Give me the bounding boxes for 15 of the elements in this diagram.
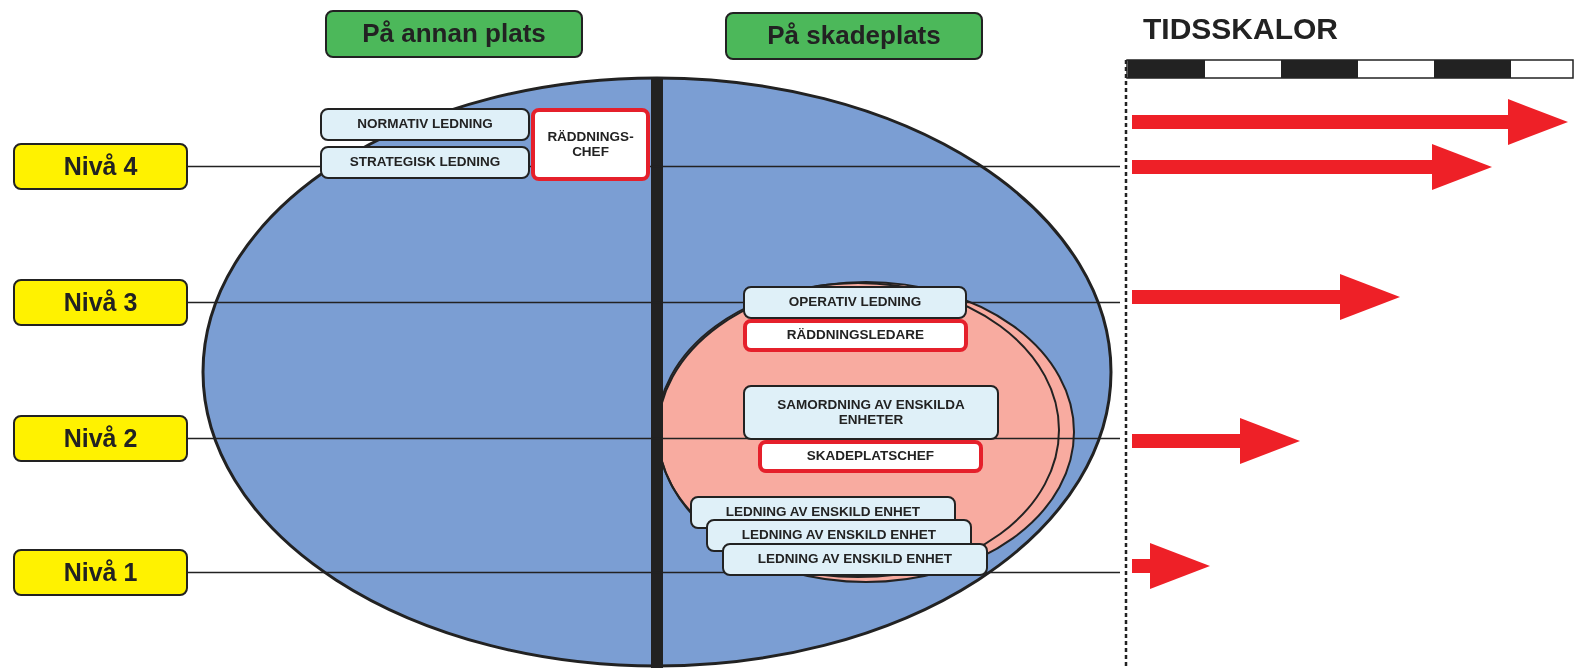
commander-box: RÄDDNINGSLEDARE <box>743 319 968 352</box>
level-box: Nivå 2 <box>13 415 188 462</box>
commander-box: SKADEPLATSCHEF <box>758 440 983 473</box>
level-box: Nivå 1 <box>13 549 188 596</box>
role-box: STRATEGISK LEDNING <box>320 146 530 179</box>
level-box: Nivå 3 <box>13 279 188 326</box>
scale-heading: TIDSSKALOR <box>1143 12 1338 46</box>
role-box: SAMORDNING AV ENSKILDA ENHETER <box>743 385 999 440</box>
heading-box: På skadeplats <box>725 12 983 60</box>
role-box: NORMATIV LEDNING <box>320 108 530 141</box>
commander-box: RÄDDNINGS- CHEF <box>531 108 650 181</box>
role-box: LEDNING AV ENSKILD ENHET <box>722 543 988 576</box>
heading-box: På annan plats <box>325 10 583 58</box>
level-box: Nivå 4 <box>13 143 188 190</box>
role-box: OPERATIV LEDNING <box>743 286 967 319</box>
